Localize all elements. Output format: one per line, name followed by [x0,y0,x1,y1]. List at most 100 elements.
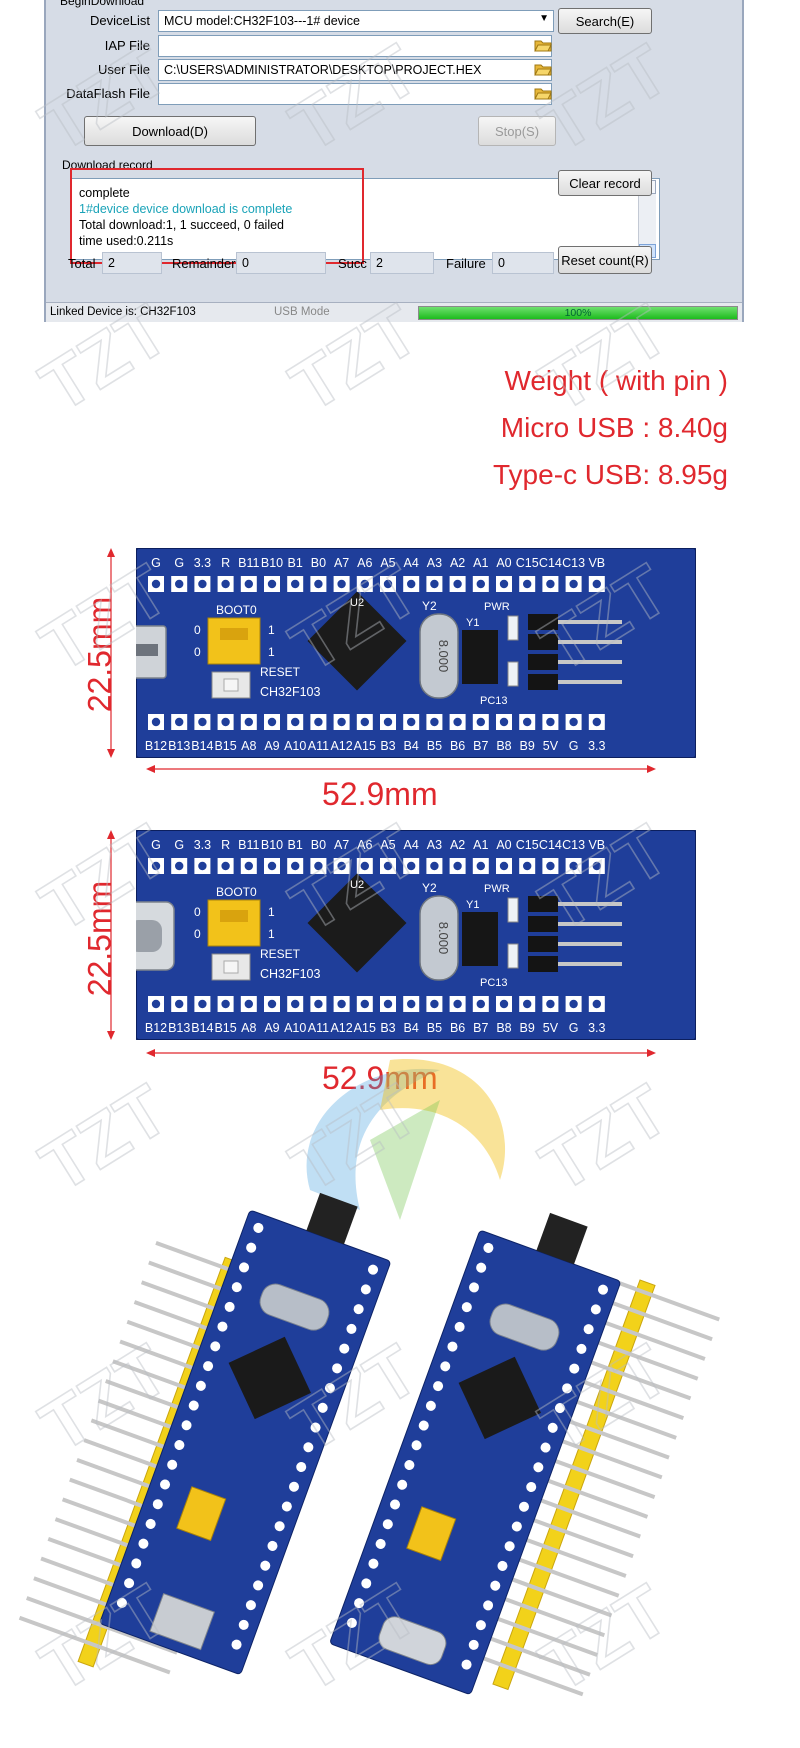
pin-hole [221,999,230,1009]
bottom-pin-label: 3.3 [588,739,605,753]
usb-port-opening [128,920,162,952]
bottom-pin-label: B5 [427,739,442,753]
pin-hole [407,579,416,589]
pin-hole [291,861,300,871]
u2-label: U2 [350,879,364,891]
total-label: Total [68,256,96,271]
stop-button[interactable]: Stop(S) [478,116,556,146]
devicelist-label: DeviceList [90,13,150,28]
weight-typec-usb: Type-c USB: 8.95g [492,459,728,490]
bottom-pin-label: 5V [543,1021,559,1035]
top-pin-label: A3 [427,838,442,852]
pin-hole [569,717,578,727]
swd-header-pin [558,902,622,906]
pin-hole [475,1620,486,1631]
pin-hole [296,1462,307,1473]
bottom-pin-label: G [569,1021,579,1035]
pin-hole [526,1482,537,1493]
mcu-chip [307,591,407,691]
pin-hole [382,1519,393,1530]
pin-hole [337,717,346,727]
pin-hole [533,1462,544,1473]
bottom-pin-label: B7 [473,739,488,753]
pin-hole [523,999,532,1009]
top-pin-label: A2 [450,838,465,852]
pin-hole [383,717,393,727]
pin-hole [476,717,485,727]
pin-hole [368,1264,379,1275]
pin-hole [360,717,369,727]
folder-open-icon[interactable] [534,62,552,76]
bottom-pin-label: A11 [308,1021,329,1035]
pwr-label: PWR [484,883,510,895]
folder-open-icon[interactable] [534,38,552,52]
pin-hole [483,1600,494,1611]
status-bar: Linked Device is: CH32F103 USB Mode 100% [46,302,742,322]
top-pin-label: A3 [427,556,442,570]
chip-model-label: CH32F103 [260,685,320,699]
pin-hole [476,861,485,871]
iap-file-label: IAP File [104,38,150,53]
chevron-down-icon: ▼ [539,13,549,24]
pin-hole [440,1361,451,1372]
pin-hole [407,861,416,871]
jumper-zero-label: 0 [194,905,201,919]
pin-hole [353,1304,364,1315]
top-pin-label: C15 [516,838,539,852]
pc13-label: PC13 [480,977,508,989]
pin-hole [332,1363,343,1374]
y2-label: Y2 [422,599,437,613]
pin-hole [523,717,532,727]
pin-hole [346,1323,357,1334]
remainder-label: Remainder [172,256,236,271]
bottom-pin-label: B13 [168,1021,190,1035]
bottom-pin-label: B8 [496,739,511,753]
reset-count-button[interactable]: Reset count(R) [558,246,652,274]
u2-label: U2 [350,597,364,609]
pwr-label: PWR [484,601,510,613]
progress-fill [419,307,737,319]
top-pin-label: A6 [357,556,372,570]
swd-header-block [528,634,558,650]
pin-hole [411,1440,422,1451]
swd-header-pin [558,620,622,624]
pin-hole [430,579,439,589]
bottom-pin-label: B7 [473,1021,488,1035]
pin-hole [499,717,509,727]
pin-hole [253,1222,264,1233]
user-file-input[interactable]: C:\USERS\ADMINISTRATOR\DESKTOP\PROJECT.H… [158,59,552,81]
clear-record-button[interactable]: Clear record [558,170,652,196]
angled-board-micro [100,1192,391,1675]
bottom-pin-label: B15 [214,739,236,753]
top-pin-label: VB [588,838,605,852]
pin-hole [540,1442,551,1453]
pin-hole [569,999,578,1009]
top-pin-label: B11 [238,838,259,852]
bottom-pin-label: 3.3 [588,1021,605,1035]
top-pin-label: C13 [562,556,585,570]
pin-hole [592,717,601,727]
progress-bar: 100% [418,306,738,320]
folder-open-icon[interactable] [534,86,552,100]
devicelist-select[interactable]: MCU model:CH32F103---1# device ▼ [158,10,554,32]
iap-file-input[interactable] [158,35,552,57]
usb-mode-text: USB Mode [274,306,330,318]
pin-hole [546,999,555,1009]
top-pin-label: 3.3 [194,556,211,570]
pin-hole [159,1479,170,1490]
pin-hole [583,1324,594,1335]
pin-hole [389,1499,400,1510]
bottom-pin-label: B12 [145,739,167,753]
pin-hole [267,579,277,589]
swd-header-pin [558,962,622,966]
dataflash-file-input[interactable] [158,83,552,105]
angled-boards-photo [18,1192,720,1697]
chip-model-label: CH32F103 [260,967,320,981]
top-pin-label: VB [588,556,605,570]
bottom-pin-label: G [569,739,579,753]
download-button[interactable]: Download(D) [84,116,256,146]
search-button[interactable]: Search(E) [558,8,652,34]
pin-hole [546,579,555,589]
bottom-pin-label: B6 [450,1021,465,1035]
pin-hole [188,1400,199,1411]
